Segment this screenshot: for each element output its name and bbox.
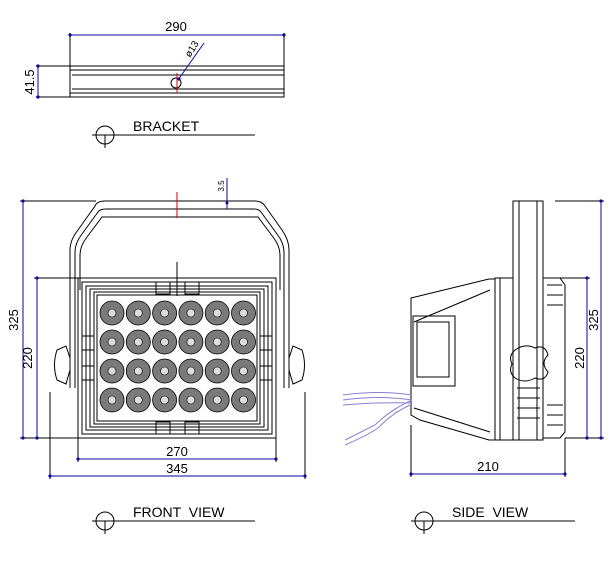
bracket-hole xyxy=(170,77,182,89)
led-emitter xyxy=(239,308,248,318)
front-view: 3.5 325 220 270 345 F xyxy=(6,178,307,534)
led-emitter xyxy=(212,395,222,405)
led-grid xyxy=(99,300,256,413)
front-total-height-dim: 325 xyxy=(6,309,21,331)
led-emitter xyxy=(134,366,143,376)
led-emitter xyxy=(186,308,196,318)
bracket-bar xyxy=(69,65,285,98)
svg-text:FRONT VIEW: FRONT VIEW xyxy=(133,504,225,520)
led-emitter xyxy=(160,366,169,376)
handle-thickness-dim: 3.5 xyxy=(217,180,226,192)
side-cables xyxy=(342,392,413,446)
led-emitter xyxy=(186,337,196,347)
bracket-title: BRACKET xyxy=(92,118,255,148)
led-emitter xyxy=(212,337,222,347)
led-emitter xyxy=(212,366,222,376)
led-emitter xyxy=(134,395,143,405)
front-body-height-dim: 220 xyxy=(20,347,35,369)
left-knob xyxy=(54,345,71,385)
led-emitter xyxy=(186,366,196,376)
side-view-title: SIDE VIEW xyxy=(411,504,575,534)
led-emitter xyxy=(212,308,222,318)
front-handle xyxy=(69,200,290,388)
hole-leader xyxy=(177,42,205,81)
side-body-height-dim: 220 xyxy=(572,347,587,369)
led-emitter xyxy=(107,308,117,318)
side-rear-panel xyxy=(412,315,456,387)
front-view-title: FRONT VIEW xyxy=(92,504,255,534)
led-emitter xyxy=(160,395,169,405)
led-emitter xyxy=(160,337,169,347)
led-emitter xyxy=(239,366,248,376)
led-emitter xyxy=(160,308,169,318)
bracket-height-dim: 41.5 xyxy=(22,69,37,94)
led-emitter xyxy=(107,395,117,405)
bracket-view: 290 ø13 41.5 BRACKET xyxy=(22,19,286,148)
bracket-width-dim: 290 xyxy=(165,19,187,34)
led-emitter xyxy=(239,395,248,405)
right-knob xyxy=(288,345,305,385)
side-view: 325 220 210 SIDE VIEW xyxy=(342,199,604,534)
side-housing xyxy=(410,278,496,441)
svg-text:SIDE VIEW: SIDE VIEW xyxy=(452,504,529,520)
led-emitter xyxy=(134,308,143,318)
side-total-height-dim: 325 xyxy=(586,309,601,331)
led-emitter xyxy=(134,337,143,347)
led-emitter xyxy=(107,366,117,376)
led-emitter xyxy=(239,337,248,347)
led-emitter xyxy=(107,337,117,347)
led-emitter xyxy=(186,395,196,405)
front-total-width-dim: 345 xyxy=(166,461,188,476)
svg-text:BRACKET: BRACKET xyxy=(133,118,200,134)
side-depth-dim: 210 xyxy=(477,459,499,474)
side-bracket-post xyxy=(512,200,544,441)
front-body-width-dim: 270 xyxy=(166,444,188,459)
side-knob xyxy=(510,345,549,382)
